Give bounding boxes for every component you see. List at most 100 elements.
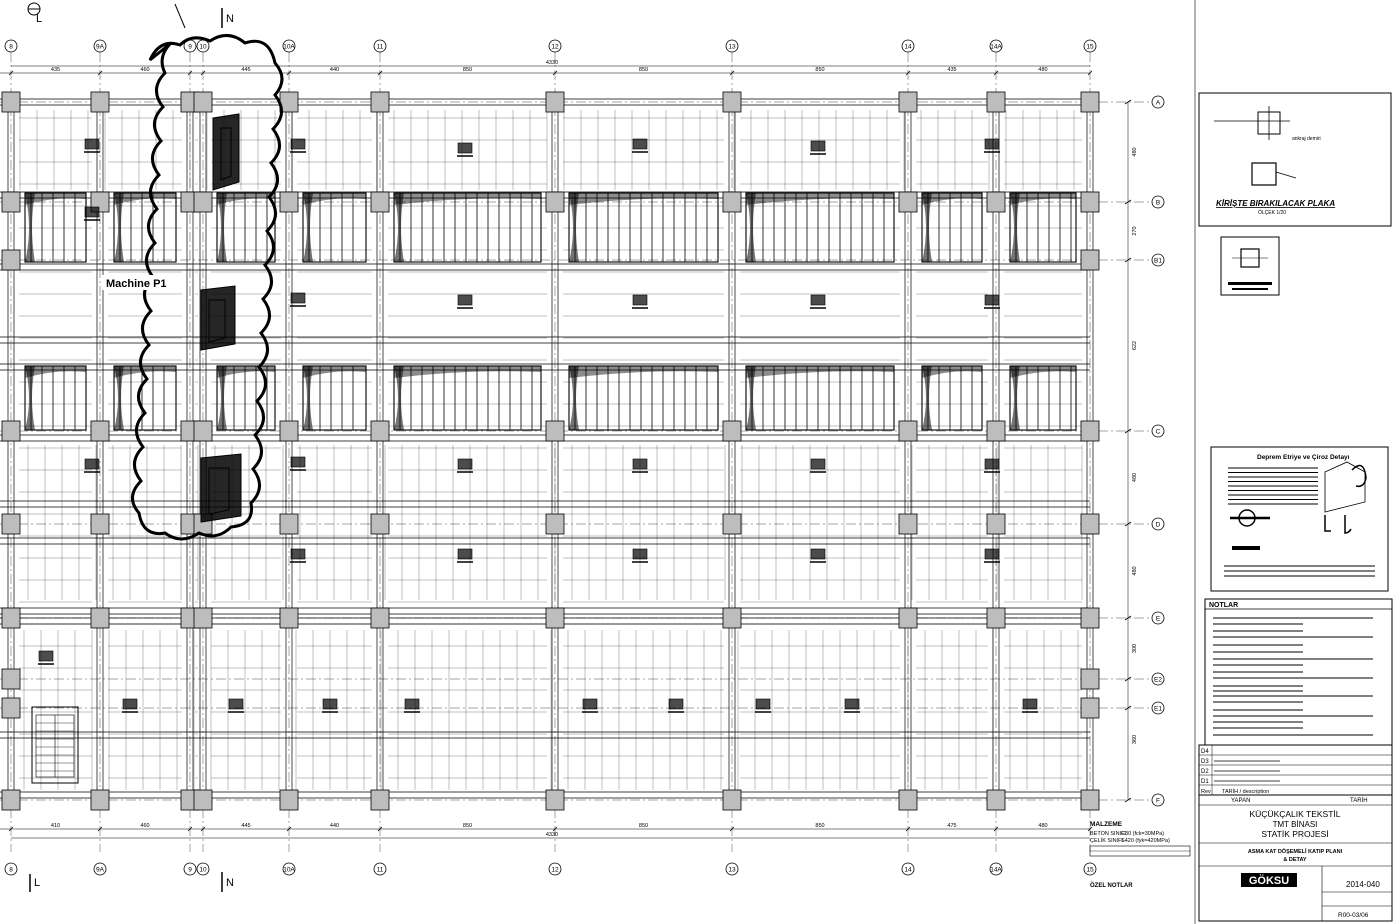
column <box>722 789 742 811</box>
grid-bubble: 10 <box>196 39 210 53</box>
grid-bubble-label: 10A <box>283 866 295 873</box>
shaft-openings <box>200 113 242 523</box>
column <box>545 607 565 629</box>
band-hatch <box>746 193 756 262</box>
grid-bubble-label: C <box>1156 428 1161 435</box>
grid-bubble: 8 <box>4 862 18 876</box>
columns-layer <box>1 91 1100 811</box>
grid-bubble-label: E2 <box>1154 676 1162 683</box>
column <box>986 420 1006 442</box>
grid-bubble: E1 <box>1151 701 1165 715</box>
column <box>1 697 21 719</box>
plate-detail-note: ankraj demiri <box>1292 136 1321 142</box>
client-line-3: STATİK PROJESİ <box>1261 829 1328 839</box>
grid-bubble: 10A <box>282 862 295 876</box>
grid-bubble-label: B <box>1156 199 1160 206</box>
dimension-text: 360 <box>1132 735 1138 744</box>
dimension-tick <box>8 70 14 76</box>
column <box>193 607 213 629</box>
dimension-tick <box>1087 826 1093 832</box>
grid-bubble: 11 <box>373 862 387 876</box>
dimension-text: 440 <box>330 823 339 829</box>
column <box>193 420 213 442</box>
column <box>1 191 21 213</box>
dimension-tick <box>905 70 911 76</box>
band-hatch <box>394 193 404 262</box>
slab-marks-layer <box>38 138 1038 713</box>
project-number: 2014-040 <box>1346 880 1380 889</box>
slab-mark <box>984 548 1000 563</box>
column <box>898 513 918 535</box>
hatched-band <box>216 192 276 263</box>
grid-bubble: B1 <box>1151 253 1165 267</box>
grid-bubble: F <box>1151 793 1165 807</box>
band-hatch <box>25 193 86 205</box>
column <box>898 91 918 113</box>
grid-bubble: A <box>1151 95 1165 109</box>
company-logo: GÖKSU <box>1249 874 1289 887</box>
hatched-band <box>24 192 87 263</box>
hatched-band <box>393 365 542 431</box>
column <box>370 607 390 629</box>
column <box>370 420 390 442</box>
grid-bubble: D <box>1151 517 1165 531</box>
grid-bubble-label: 12 <box>551 866 559 873</box>
grid-bubble: 15 <box>1083 39 1097 53</box>
grid-bubble: 13 <box>725 39 739 53</box>
revision-header: Rev <box>1201 789 1211 795</box>
dimension-tick <box>1124 705 1132 711</box>
dimension-text: 410 <box>51 823 60 829</box>
column <box>370 191 390 213</box>
grid-bubble-label: 9 <box>188 866 192 873</box>
grid-bubble-label: 9A <box>96 43 105 50</box>
notes-title: NOTLAR <box>1209 602 1238 609</box>
column <box>1080 513 1100 535</box>
hatched-band <box>568 365 719 431</box>
band-hatch <box>114 366 124 430</box>
grid-bubble: C <box>1151 424 1165 438</box>
band-hatch <box>394 366 541 378</box>
dimension-tick <box>905 826 911 832</box>
slab-mark <box>632 294 648 309</box>
band-hatch <box>569 193 718 205</box>
column <box>1 420 21 442</box>
dimension-text: 850 <box>639 67 648 73</box>
concrete-value: : C30 (fck=30MPa) <box>1118 831 1164 837</box>
band-hatch <box>1010 366 1020 430</box>
dimension-text: 480 <box>1132 473 1138 482</box>
grid-bubble-label: 13 <box>728 866 736 873</box>
hook-detail: Deprem Etriye ve Çiroz Detayı <box>1210 446 1389 592</box>
dimension-tick <box>993 826 999 832</box>
column <box>279 789 299 811</box>
slab-mark <box>290 548 306 563</box>
band-hatch <box>25 366 86 378</box>
revision-code: D3 <box>1201 759 1209 765</box>
dimension-text: 270 <box>1132 226 1138 235</box>
hatched-band <box>921 365 983 431</box>
slab-mark <box>84 138 100 153</box>
slab-mark <box>844 698 860 713</box>
hatched-band <box>393 192 542 263</box>
dimension-text: 300 <box>1132 644 1138 653</box>
plate-scale: ÖLÇEK 1/20 <box>1258 209 1286 216</box>
north-arrow-bottom: N <box>221 872 234 892</box>
column <box>279 513 299 535</box>
slab-mark <box>122 698 138 713</box>
band-hatch <box>114 193 124 262</box>
grid-bubble-label: 14A <box>990 866 1002 873</box>
column <box>193 789 213 811</box>
column <box>1080 668 1100 690</box>
column <box>545 191 565 213</box>
hatched-band <box>745 192 895 263</box>
grid-bubble: 9A <box>93 862 107 876</box>
material-legend: MALZEME BETON SINIFI : C30 (fck=30MPa) Ç… <box>1089 821 1191 889</box>
column <box>722 513 742 535</box>
grid-bubble-label: 11 <box>377 43 384 50</box>
slab-mark <box>457 294 473 309</box>
dimension-tick <box>1124 615 1132 621</box>
dimension-total: 4330 <box>546 60 558 66</box>
hatched-band <box>302 192 367 263</box>
slab-mark <box>290 456 306 471</box>
slab-mark <box>457 142 473 157</box>
grid-bubble-label: A <box>1156 99 1161 106</box>
